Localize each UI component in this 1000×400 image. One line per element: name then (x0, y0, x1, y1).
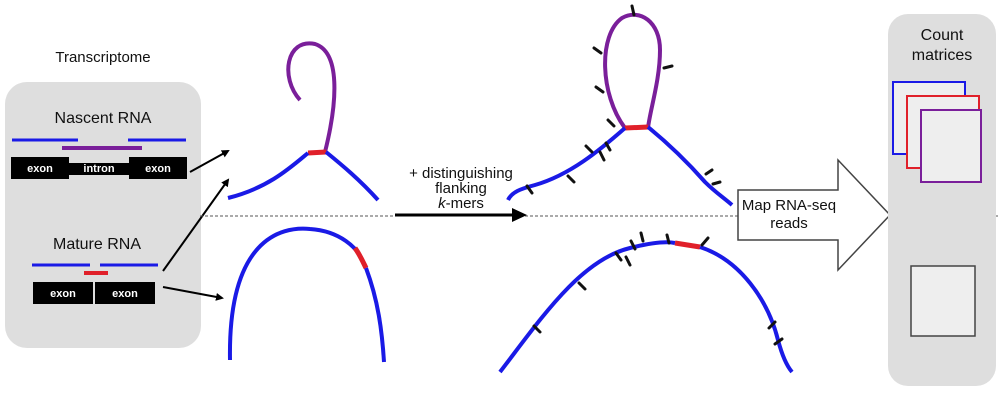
mature-graph-arc-right (364, 267, 386, 363)
kmer-tick (598, 150, 606, 162)
kmer-tick (566, 174, 576, 184)
kmer-caption-mers: -mers (446, 195, 484, 212)
kmer-tick (604, 141, 612, 152)
nascent-kmer-intron-loop (603, 12, 663, 130)
kmer-caption-line1: + distinguishing (409, 165, 513, 182)
kmer-tick (773, 337, 784, 346)
nascent-kmer-exon-left (506, 126, 627, 202)
nascent-exon-left (11, 157, 69, 179)
kmer-caption-k: k (438, 195, 447, 212)
map-reads-arrow (737, 158, 892, 272)
mature-exon-left-label: exon (50, 288, 76, 300)
arrow-nascent-to-graph (189, 150, 230, 173)
big-arrow-head (512, 208, 527, 222)
count-matrix-mature (910, 265, 976, 337)
nascent-graph-junction (307, 149, 327, 156)
kmer-tick (614, 251, 623, 262)
kmer-tick (584, 144, 594, 154)
nascent-intron-box (69, 163, 129, 175)
kmer-tick (665, 233, 671, 245)
mature-kmer-graph (498, 231, 794, 374)
kmer-tick (592, 46, 603, 55)
nascent-exon-right-label: exon (145, 163, 171, 175)
kmer-tick (704, 168, 714, 176)
nascent-kmer-graph (506, 4, 734, 207)
count-matrices-line2: matrices (912, 47, 972, 64)
nascent-rna-label: Nascent RNA (55, 110, 152, 127)
mature-graph (227, 226, 386, 363)
kmer-tick (606, 118, 616, 128)
kmer-tick (594, 85, 605, 94)
nascent-graph-intron-loop (286, 41, 337, 153)
kmer-tick (711, 180, 722, 186)
kmer-tick (624, 255, 632, 267)
nascent-exon-right (129, 157, 187, 179)
mature-graph-arc-left (227, 226, 365, 361)
arrow-mature-to-graph (162, 286, 224, 301)
nascent-exon-left-label: exon (27, 163, 53, 175)
mature-kmer-arc-left (498, 240, 676, 374)
nascent-intron-label: intron (83, 163, 114, 175)
nascent-kmer-junction (624, 124, 649, 131)
mature-rna-label: Mature RNA (53, 236, 141, 253)
mature-kmer-junction (674, 240, 701, 250)
kmer-tick (630, 4, 636, 17)
kmer-caption-line2: flanking (435, 180, 487, 197)
kmer-tick (577, 281, 587, 291)
nascent-graph (227, 41, 380, 202)
count-matrix-purple (920, 109, 982, 183)
kmer-tick (532, 324, 542, 334)
kmer-caption-line3: k-mers (438, 195, 484, 212)
nascent-graph-exon-right (324, 150, 380, 202)
count-matrices-line1: Count (921, 27, 964, 44)
kmer-tick (767, 320, 777, 330)
kmer-tick (639, 231, 645, 243)
mature-graph-junction (352, 246, 369, 270)
transcriptome-title: Transcriptome (55, 49, 150, 66)
kmer-tick (700, 236, 710, 247)
mature-exon-right (95, 282, 155, 304)
mature-exon-right-label: exon (112, 288, 138, 300)
mature-kmer-arc-right (699, 245, 794, 374)
transcriptome-panel (5, 82, 201, 348)
kmer-tick (629, 239, 637, 251)
map-reads-line2: reads (770, 215, 808, 232)
kmer-tick (525, 184, 534, 195)
nascent-kmer-exon-right (646, 125, 734, 207)
kmer-tick (662, 64, 674, 70)
arrow-mature-to-nascent-graph (162, 178, 230, 272)
nascent-graph-exon-left (227, 151, 310, 200)
mature-exon-left (33, 282, 93, 304)
map-reads-line1: Map RNA-seq (742, 197, 836, 214)
